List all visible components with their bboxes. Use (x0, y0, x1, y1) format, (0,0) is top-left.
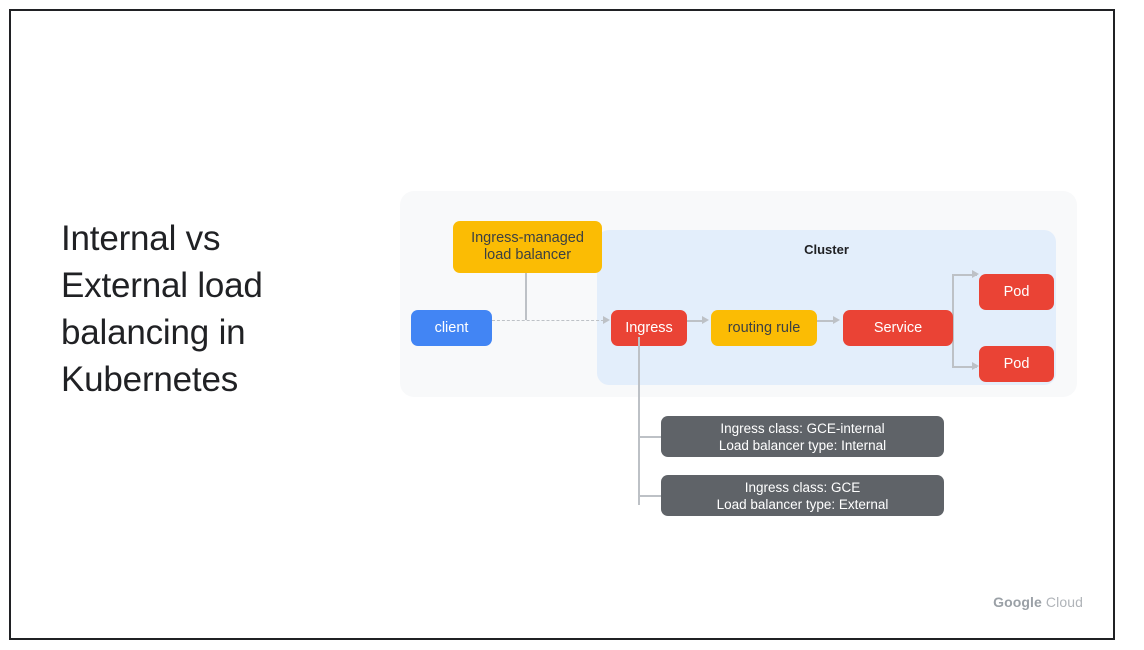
connector-loadbalancer-to-path (525, 273, 527, 320)
node-service[interactable]: Service (843, 310, 953, 346)
connector-service-to-pod-top (952, 274, 977, 276)
annotation-internal-line1: Ingress class: GCE-internal (720, 420, 885, 436)
logo-word-cloud: Cloud (1045, 594, 1083, 610)
connector-ingress-to-routing-rule (687, 320, 703, 322)
node-ingress[interactable]: Ingress (611, 310, 687, 346)
arrow-client-to-ingress-head (603, 316, 610, 324)
annotation-internal[interactable]: Ingress class: GCE-internal Load balance… (661, 416, 944, 457)
cluster-label: Cluster (804, 242, 849, 257)
annotation-internal-line2: Load balancer type: Internal (718, 437, 887, 453)
arrow-routing-rule-to-service-head (833, 316, 840, 324)
connector-client-to-ingress (492, 320, 604, 321)
node-ingress-managed-load-balancer[interactable]: Ingress-managed load balancer (453, 221, 602, 273)
connector-ingress-annotations-spine (638, 337, 640, 505)
node-routing-rule[interactable]: routing rule (711, 310, 817, 346)
slide-frame: Internal vs External load balancing in K… (9, 9, 1115, 640)
annotation-external-line1: Ingress class: GCE (744, 479, 861, 495)
arrow-ingress-to-routing-rule-head (702, 316, 709, 324)
page-title: Internal vs External load balancing in K… (61, 219, 263, 399)
arrow-service-to-pod-bottom-head (972, 362, 979, 370)
arrow-service-to-pod-top-head (972, 270, 979, 278)
diagram-panel: Cluster Ingress-managed load balancer cl… (400, 191, 1077, 397)
logo-word-google: Google (993, 594, 1042, 610)
connector-routing-rule-to-service (817, 320, 834, 322)
google-cloud-logo: Google Cloud (993, 594, 1083, 610)
annotation-external-line2: Load balancer type: External (716, 496, 889, 512)
connector-to-annotation-external (638, 495, 662, 497)
node-client[interactable]: client (411, 310, 492, 346)
connector-to-annotation-internal (638, 436, 662, 438)
node-pod-top[interactable]: Pod (979, 274, 1054, 310)
node-pod-bottom[interactable]: Pod (979, 346, 1054, 382)
connector-service-to-pod-bottom (952, 366, 977, 368)
annotation-external[interactable]: Ingress class: GCE Load balancer type: E… (661, 475, 944, 516)
